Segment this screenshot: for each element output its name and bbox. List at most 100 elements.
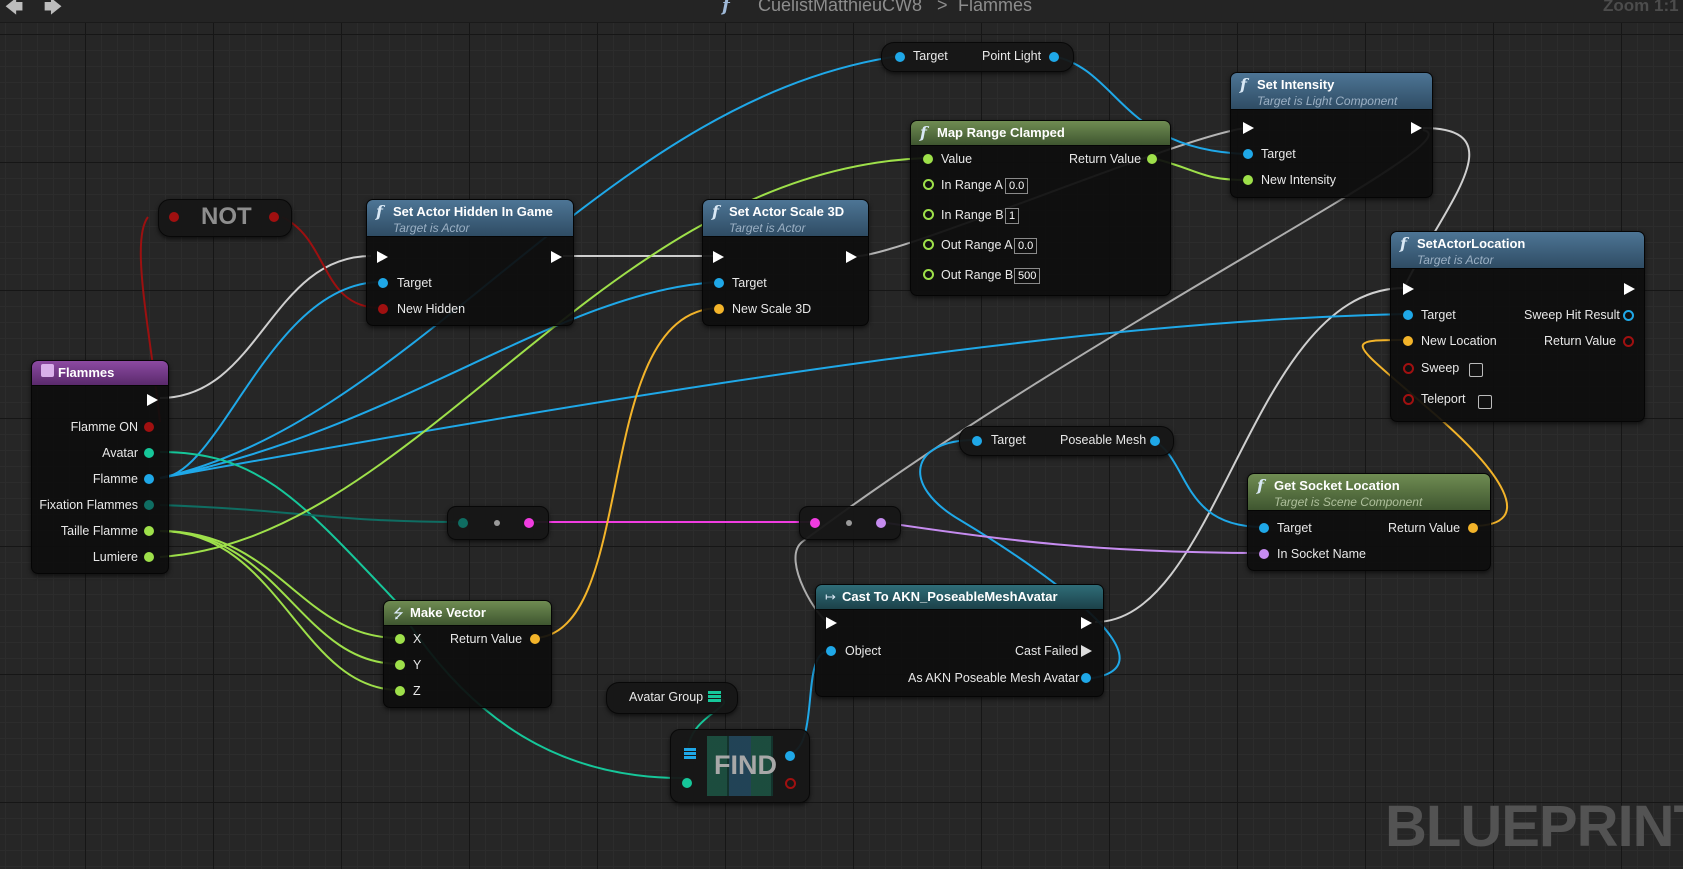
set-intensity-node[interactable]: f Set Intensity Target is Light Componen… xyxy=(1230,72,1433,198)
sweep-label: Sweep xyxy=(1421,361,1460,375)
in-range-b-pin[interactable] xyxy=(923,209,934,220)
target-label: Target xyxy=(397,276,432,290)
function-icon: f xyxy=(722,0,730,16)
poseable-mesh-node[interactable]: Target Poseable Mesh xyxy=(959,426,1174,456)
breadcrumb-blueprint[interactable]: CuelistMatthieuCW8 xyxy=(758,0,923,15)
string-output-pin[interactable] xyxy=(524,518,534,528)
avatar-label: Avatar xyxy=(102,446,138,460)
y-pin[interactable] xyxy=(395,660,405,670)
item-input-pin[interactable] xyxy=(682,778,692,788)
point-light-pin[interactable] xyxy=(1049,52,1059,62)
target-pin[interactable] xyxy=(378,278,388,288)
new-scale-pin[interactable] xyxy=(714,304,724,314)
poseable-mesh-pin[interactable] xyxy=(1150,436,1160,446)
exec-in-pin[interactable] xyxy=(713,251,724,263)
cast-to-poseable-mesh-node[interactable]: ↦ Cast To AKN_PoseableMeshAvatar Object … xyxy=(815,584,1104,697)
target-pin[interactable] xyxy=(714,278,724,288)
not-node[interactable]: NOT xyxy=(158,199,292,237)
conversion-node[interactable] xyxy=(447,506,549,540)
float-wire xyxy=(159,530,400,639)
new-intensity-pin[interactable] xyxy=(1243,175,1253,185)
in-range-b-field[interactable]: 1 xyxy=(1005,208,1020,224)
result-output-pin[interactable] xyxy=(785,751,795,761)
string-input-pin[interactable] xyxy=(810,518,820,528)
teleport-checkbox[interactable] xyxy=(1478,395,1492,409)
make-vector-node[interactable]: ⭍ Make Vector X Return Value Y Z xyxy=(383,600,552,708)
socket-name-pin[interactable] xyxy=(1259,549,1269,559)
exec-out-pin[interactable] xyxy=(551,251,562,263)
node-title: Map Range Clamped xyxy=(937,125,1065,140)
out-range-a-pin[interactable] xyxy=(923,239,934,250)
found-output-pin[interactable] xyxy=(785,778,796,789)
get-socket-location-node[interactable]: f Get Socket Location Target is Scene Co… xyxy=(1247,473,1491,571)
return-value-pin[interactable] xyxy=(1147,154,1157,164)
breadcrumb-separator: > xyxy=(937,0,948,15)
map-range-clamped-node[interactable]: f Map Range Clamped Value Return Value I… xyxy=(910,120,1171,296)
not-title: NOT xyxy=(201,203,252,230)
flamme-pin[interactable] xyxy=(144,474,154,484)
out-range-b-pin[interactable] xyxy=(923,269,934,280)
exec-in-pin[interactable] xyxy=(377,251,388,263)
exec-in-pin[interactable] xyxy=(1243,122,1254,134)
array-input-icon[interactable] xyxy=(684,748,696,760)
in-range-a-pin[interactable] xyxy=(923,179,934,190)
lumiere-pin[interactable] xyxy=(144,552,154,562)
sweep-hit-label: Sweep Hit Result xyxy=(1524,308,1620,322)
target-pin[interactable] xyxy=(1403,310,1413,320)
target-pin[interactable] xyxy=(972,436,982,446)
exec-in-pin[interactable] xyxy=(826,617,837,629)
set-actor-location-node[interactable]: f SetActorLocation Target is Actor Targe… xyxy=(1390,231,1645,422)
forward-arrow-icon[interactable]: 🡆 xyxy=(43,0,63,17)
array-icon[interactable] xyxy=(708,691,721,703)
value-pin[interactable] xyxy=(923,154,933,164)
target-pin[interactable] xyxy=(1259,523,1269,533)
find-node[interactable]: FIND xyxy=(670,729,810,803)
return-value-pin[interactable] xyxy=(1623,336,1634,347)
return-value-pin[interactable] xyxy=(1468,523,1478,533)
zoom-level: Zoom 1:1 xyxy=(1603,0,1679,15)
flamme-on-label: Flamme ON xyxy=(70,420,138,434)
x-pin[interactable] xyxy=(395,634,405,644)
point-light-node[interactable]: Target Point Light xyxy=(881,42,1074,72)
flammes-node[interactable]: Flammes Flamme ON Avatar Flamme Fixation… xyxy=(31,360,169,574)
new-location-pin[interactable] xyxy=(1403,336,1413,346)
exec-out-pin[interactable] xyxy=(1624,283,1635,295)
object-pin[interactable] xyxy=(826,646,836,656)
exec-in-pin[interactable] xyxy=(1403,283,1414,295)
exec-out-pin[interactable] xyxy=(147,394,158,406)
target-pin[interactable] xyxy=(1243,149,1253,159)
not-input-pin[interactable] xyxy=(169,212,179,222)
enum-input-pin[interactable] xyxy=(458,518,468,528)
out-range-a-field[interactable]: 0.0 xyxy=(1014,238,1038,254)
exec-out-pin[interactable] xyxy=(1411,122,1422,134)
taille-flamme-pin[interactable] xyxy=(144,526,154,536)
sweep-pin[interactable] xyxy=(1403,363,1414,374)
breadcrumb-function[interactable]: Flammes xyxy=(958,0,1033,15)
back-arrow-icon[interactable]: 🡄 xyxy=(4,0,24,17)
exec-out-pin[interactable] xyxy=(846,251,857,263)
set-actor-scale-node[interactable]: f Set Actor Scale 3D Target is Actor Tar… xyxy=(702,199,869,326)
teleport-pin[interactable] xyxy=(1403,394,1414,405)
out-range-b-field[interactable]: 500 xyxy=(1014,268,1041,284)
sweep-checkbox[interactable] xyxy=(1469,363,1483,377)
new-hidden-pin[interactable] xyxy=(378,304,388,314)
enum-wire xyxy=(159,504,463,523)
target-pin[interactable] xyxy=(895,52,905,62)
name-output-pin[interactable] xyxy=(876,518,886,528)
cast-failed-pin[interactable] xyxy=(1081,645,1092,657)
avatar-group-node[interactable]: Avatar Group xyxy=(606,682,738,714)
node-title: Set Actor Scale 3D xyxy=(729,204,845,219)
function-icon: f xyxy=(712,202,719,221)
in-range-a-field[interactable]: 0.0 xyxy=(1005,178,1029,194)
fixation-flammes-pin[interactable] xyxy=(144,500,154,510)
exec-out-pin[interactable] xyxy=(1081,617,1092,629)
avatar-pin[interactable] xyxy=(144,448,154,458)
as-output-pin[interactable] xyxy=(1081,673,1091,683)
set-actor-hidden-node[interactable]: f Set Actor Hidden In Game Target is Act… xyxy=(366,199,574,326)
not-output-pin[interactable] xyxy=(269,212,279,222)
sweep-hit-pin[interactable] xyxy=(1623,310,1634,321)
z-pin[interactable] xyxy=(395,686,405,696)
flamme-on-pin[interactable] xyxy=(144,422,154,432)
return-value-pin[interactable] xyxy=(530,634,540,644)
conversion-node[interactable] xyxy=(799,506,901,540)
